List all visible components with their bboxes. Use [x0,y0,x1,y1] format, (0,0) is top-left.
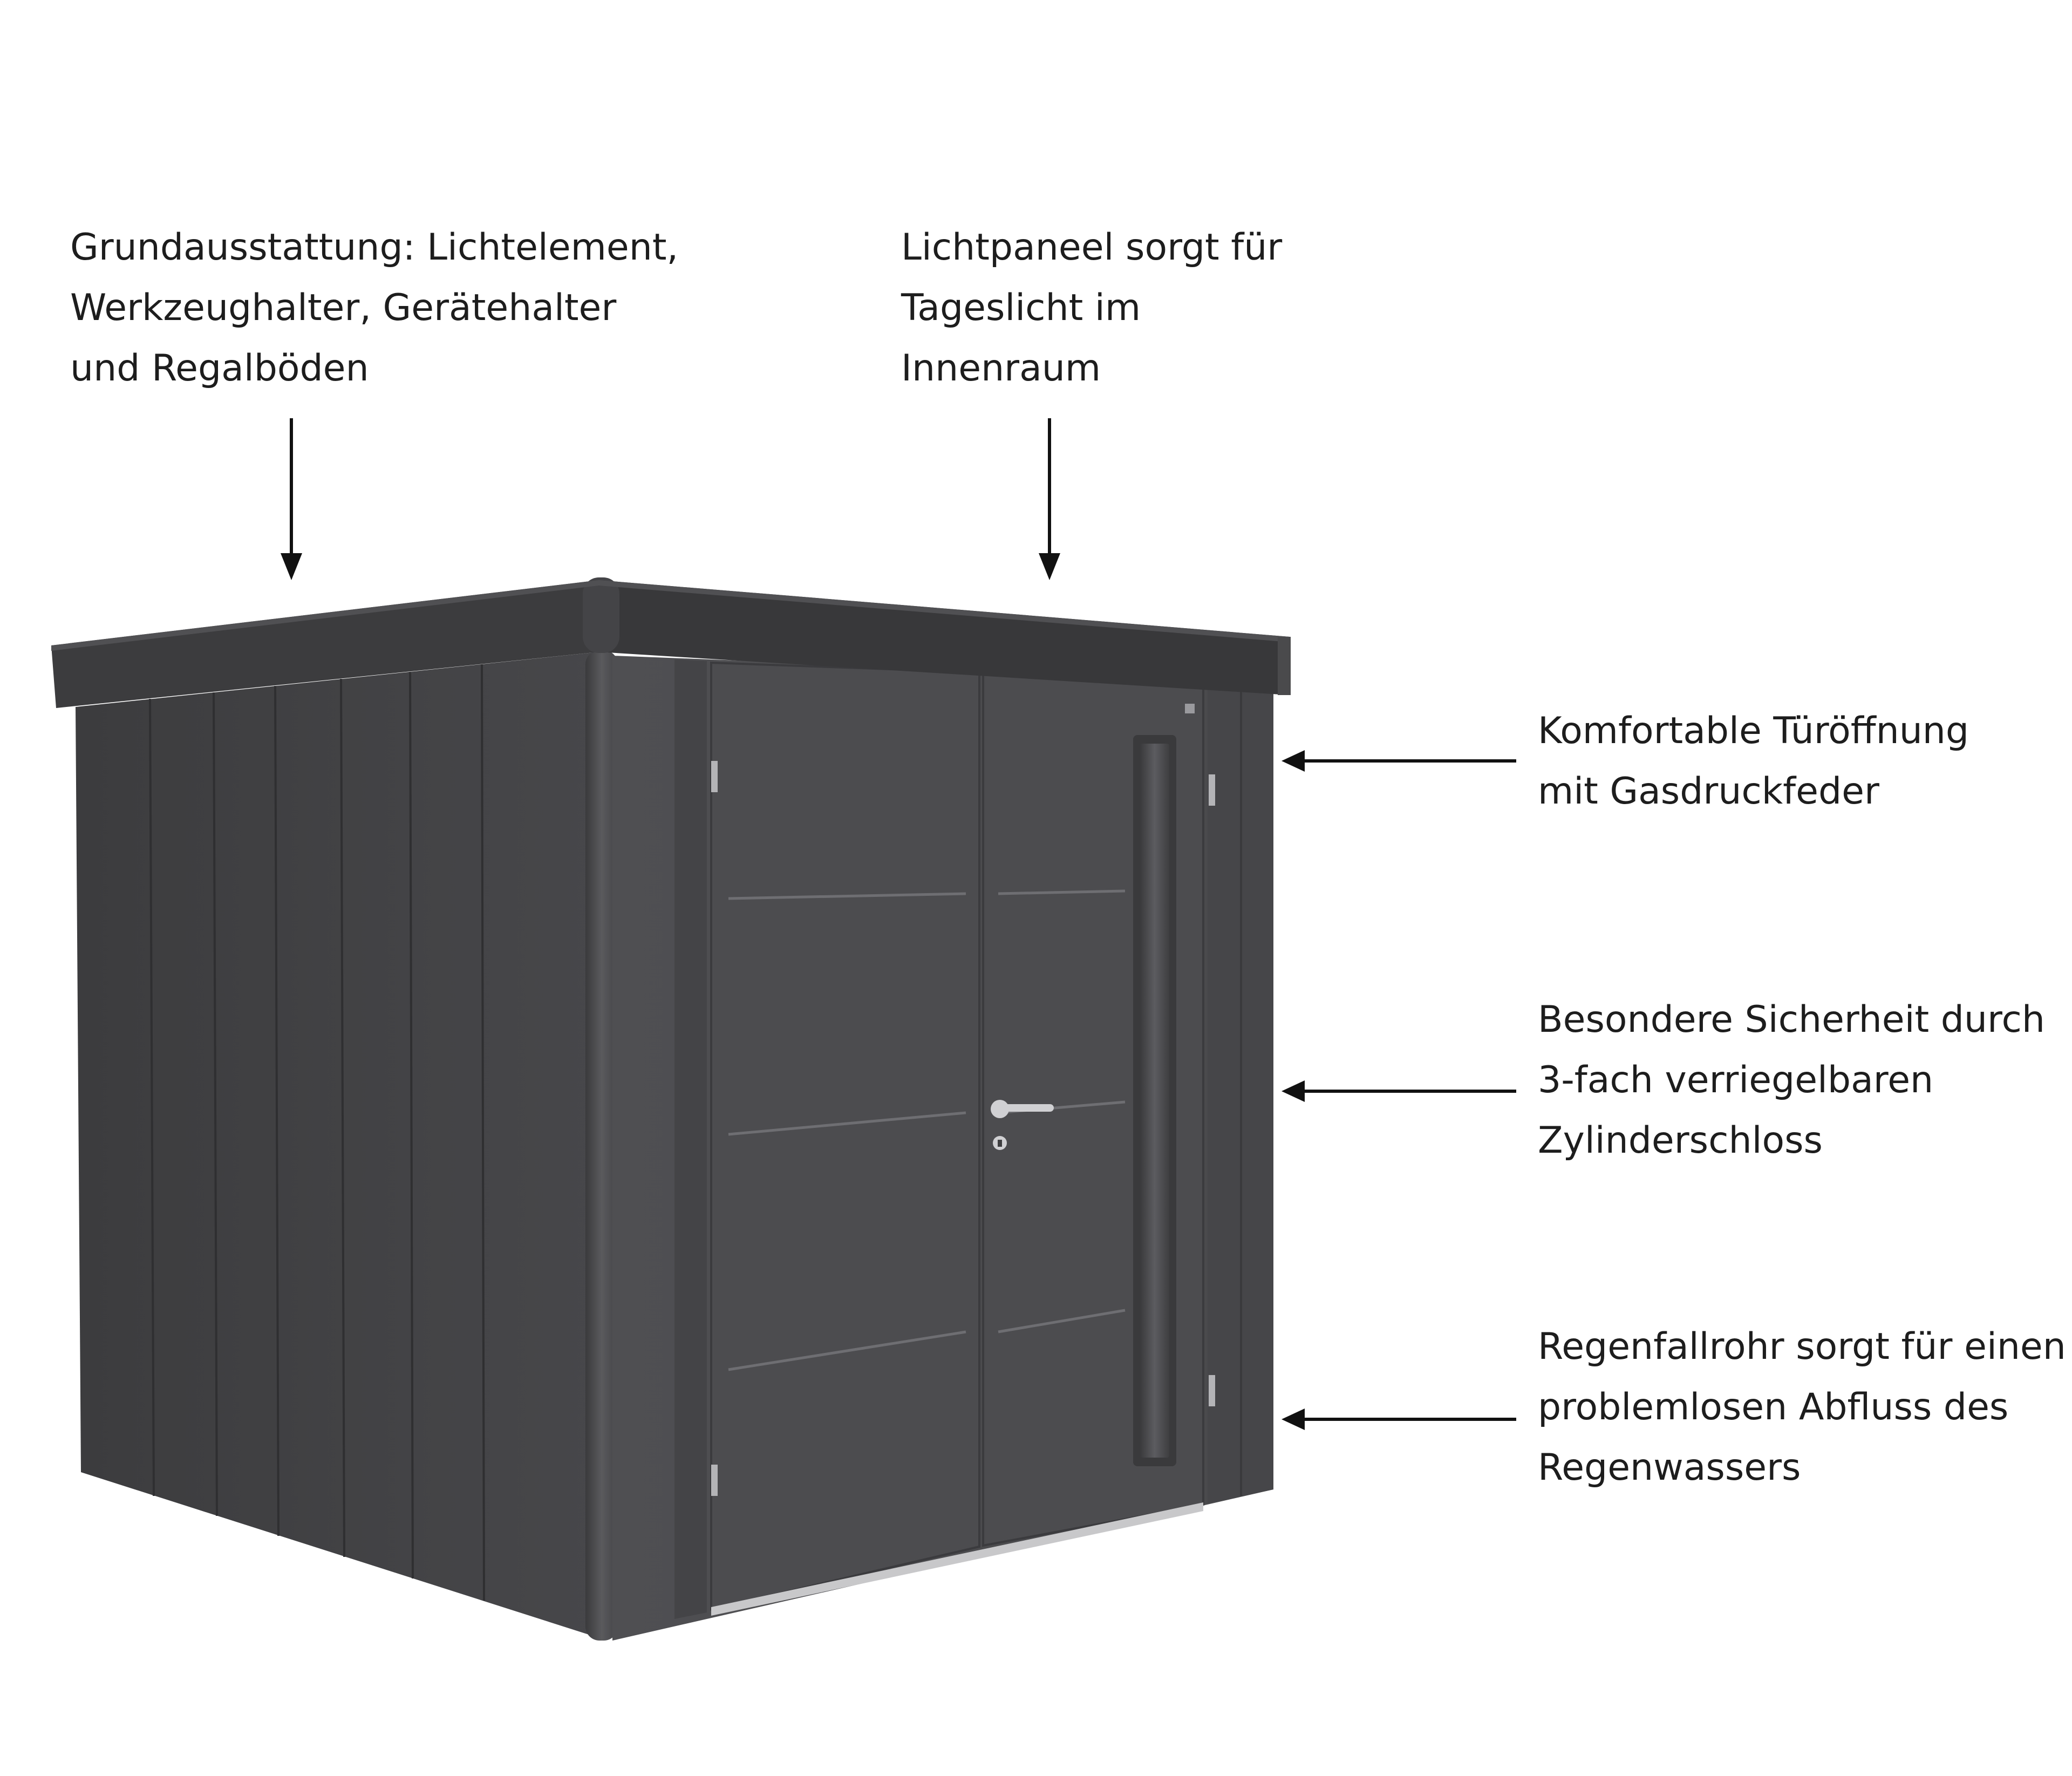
callout-security-line-1: Besondere Sicherheit durch [1538,998,2045,1041]
arrow-icon [1282,1080,1516,1102]
light-panel-window [1133,735,1176,1466]
shed [51,577,1291,1641]
callout-light-panel: Lichtpaneel sorgt für Tageslicht im Inne… [901,217,1282,399]
roof-end-cap [1278,637,1291,695]
callout-light-panel-line-3: Innenraum [901,347,1101,390]
callout-arrows [281,418,1516,1430]
double-door[interactable] [710,661,1215,1611]
callout-equipment-line-2: Werkzeughalter, Gerätehalter [70,287,617,329]
callout-equipment-line-1: Grundausstattung: Lichtelement, [70,226,679,269]
door-grooves [728,889,1126,1371]
shed-side-wall [76,652,599,1638]
callout-door-opening: Komfortable Türöffnung mit Gasdruckfeder [1538,701,1969,822]
door-left-leaf[interactable] [710,661,980,1611]
door-handle-icon[interactable] [991,1100,1054,1118]
door-hinges [711,761,1215,1496]
callout-security: Besondere Sicherheit durch 3-fach verrie… [1538,990,2045,1171]
shed-corner-post [585,650,618,1641]
callout-downpipe-line-1: Regenfallrohr sorgt für einen [1538,1325,2066,1368]
callout-light-panel-line-2: Tageslicht im [901,287,1141,329]
callout-downpipe-line-2: problemlosen Abfluss des [1538,1386,2009,1428]
arrow-icon [1039,418,1060,580]
roof-corner-cap [583,577,619,653]
arrow-icon [1282,1408,1516,1430]
door-threshold [711,1502,1203,1616]
arrow-icon [281,418,302,580]
callout-security-line-2: 3-fach verriegelbaren [1538,1059,1934,1101]
cylinder-lock-icon [993,1136,1007,1150]
door-frame-left [674,659,707,1619]
brand-badge [1185,704,1195,713]
shed-roof-side [51,580,599,708]
callout-downpipe-line-3: Regenwassers [1538,1446,1801,1489]
callout-equipment-line-3: und Regalböden [70,347,369,390]
callout-door-opening-line-2: mit Gasdruckfeder [1538,770,1879,813]
shed-roof-front [599,580,1290,695]
callout-downpipe: Regenfallrohr sorgt für einen problemlos… [1538,1317,2066,1498]
arrow-icon [1282,750,1516,772]
callout-door-opening-line-1: Komfortable Türöffnung [1538,710,1969,752]
callout-light-panel-line-1: Lichtpaneel sorgt für [901,226,1283,269]
callout-security-line-3: Zylinderschloss [1538,1119,1823,1162]
callout-equipment: Grundausstattung: Lichtelement, Werkzeug… [70,217,678,399]
side-wall-panel-seams [149,664,485,1601]
